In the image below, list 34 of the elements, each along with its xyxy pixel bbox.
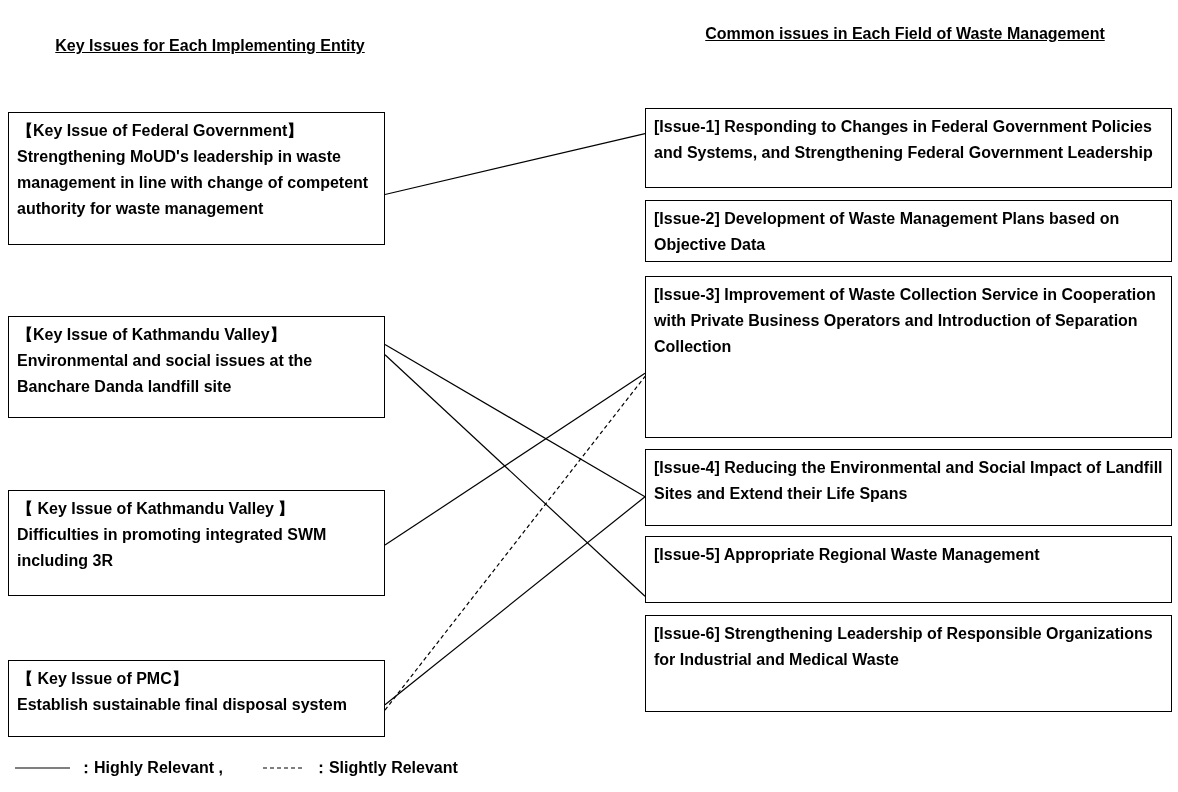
legend-text: ：Highly Relevant , <box>78 758 223 778</box>
box-text: [Issue-2] Development of Waste Management Plans based on Objective Data <box>654 209 1121 255</box>
box-heading: 【Key Issue of Kathmandu Valley】 <box>17 325 287 345</box>
issue-box <box>8 490 385 596</box>
issue-box <box>645 536 1172 603</box>
issue-box <box>645 449 1172 526</box>
box-text: [Issue-3] Improvement of Waste Collection Service in Cooperation with Private Business Operators and Introduction of Separation Collection <box>654 285 1157 357</box>
connector-line <box>384 343 646 498</box>
issue-box <box>645 200 1172 262</box>
legend-text: ：Slightly Relevant <box>312 758 458 778</box>
issue-box <box>645 276 1172 438</box>
issue-box <box>645 615 1172 712</box>
connector-line <box>384 496 646 706</box>
issue-box <box>8 112 385 245</box>
box-text: Environmental and social issues at the Banchare Danda landfill site <box>17 351 314 397</box>
box-heading: 【 Key Issue of PMC】 <box>17 669 189 689</box>
box-text: [Issue-6] Strengthening Leadership of Responsible Organizations for Industrial and Medical Waste <box>654 624 1154 670</box>
box-heading: 【Key Issue of Federal Government】 <box>17 121 305 141</box>
connector-line <box>384 354 646 597</box>
column-heading: Key Issues for Each Implementing Entity <box>54 36 366 56</box>
box-text: Establish sustainable final disposal system <box>17 695 348 715</box>
issue-box <box>8 660 385 737</box>
box-text: [Issue-4] Reducing the Environmental and Social Impact of Landfill Sites and Extend their Life Spans <box>654 458 1163 504</box>
column-heading: Common issues in Each Field of Waste Management <box>705 24 1105 44</box>
connector-line <box>384 133 646 196</box>
box-text: Strengthening MoUD's leadership in waste management in line with change of competent authority for waste management <box>17 147 370 219</box>
box-text: [Issue-1] Responding to Changes in Federal Government Policies and Systems, and Strengthening Federal Government Leadership <box>654 117 1154 163</box>
issue-box <box>8 316 385 418</box>
issue-box <box>645 108 1172 188</box>
connector-line <box>384 372 646 546</box>
box-text: Difficulties in promoting integrated SWM including 3R <box>17 525 328 571</box>
box-text: [Issue-5] Appropriate Regional Waste Management <box>654 545 1041 565</box>
connector-line <box>384 375 646 711</box>
box-heading: 【 Key Issue of Kathmandu Valley 】 <box>17 499 296 519</box>
